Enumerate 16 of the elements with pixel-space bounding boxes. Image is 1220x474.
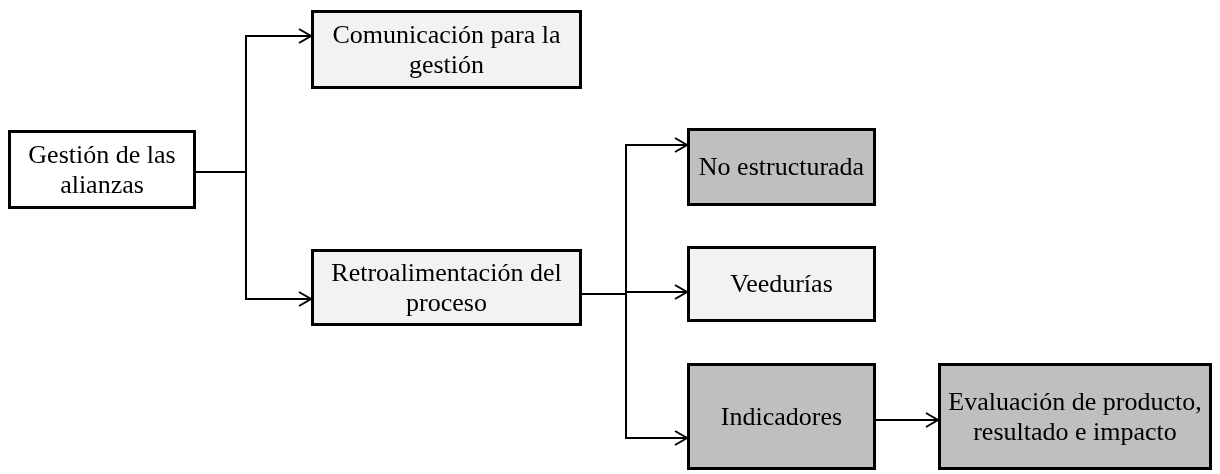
box-label: Comunicación para la gestión (331, 19, 562, 80)
box-label: No estructurada (698, 152, 865, 182)
process-box (8, 130, 196, 209)
arrow (581, 293, 688, 446)
process-box (311, 249, 582, 326)
box-label: Evaluación de producto, resultado e impacto (947, 386, 1203, 447)
box-label: Retroalimentación del proceso (330, 257, 563, 318)
arrow (875, 412, 939, 428)
process-box (938, 363, 1212, 470)
process-box (311, 10, 582, 89)
box-label: Veedurías (730, 269, 833, 299)
process-box (687, 128, 876, 206)
box-label: Indicadores (720, 401, 843, 432)
process-box (687, 246, 876, 322)
box-label: Gestión de las alianzas (27, 139, 177, 200)
process-box (687, 363, 876, 470)
